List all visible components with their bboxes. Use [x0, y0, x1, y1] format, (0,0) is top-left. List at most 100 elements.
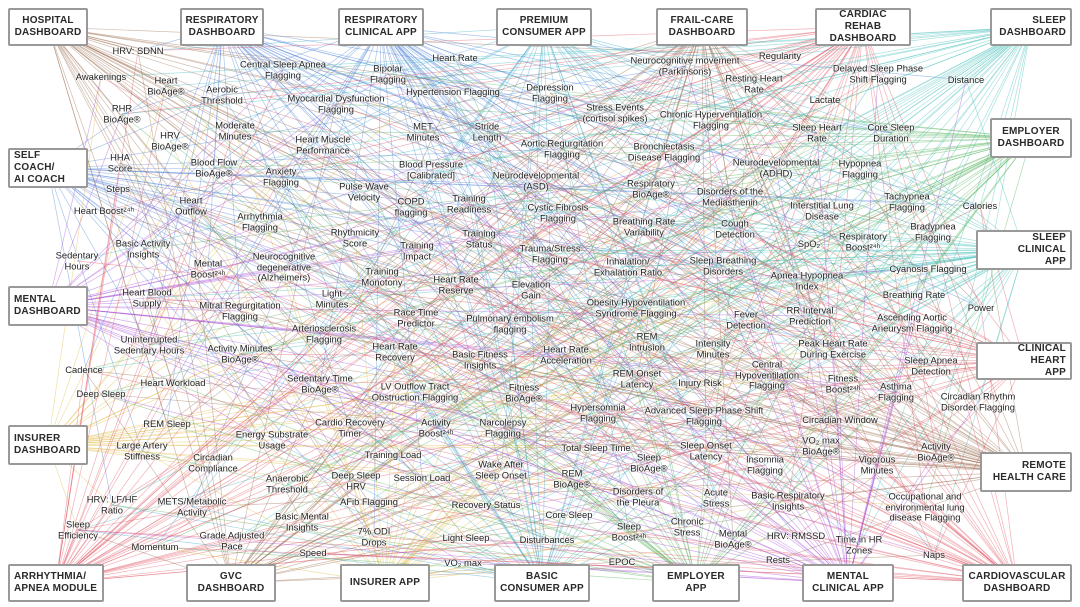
- connection-line: [47, 196, 731, 307]
- node-insurer-app[interactable]: INSURER APP: [340, 564, 430, 602]
- connection-line: [191, 26, 545, 508]
- feature-label: LV Outflow Tract Obstruction Flagging: [371, 380, 459, 402]
- connection-line: [141, 450, 697, 584]
- feature-label: Sedentary Hours: [55, 249, 99, 271]
- connection-line: [705, 450, 1027, 473]
- connection-line: [859, 168, 1027, 473]
- connection-line: [47, 26, 412, 208]
- connection-line: [430, 169, 1025, 251]
- connection-line: [695, 322, 913, 584]
- connection-line: [684, 65, 1025, 251]
- connection-line: [541, 450, 707, 584]
- connection-line: [847, 464, 878, 584]
- connection-line: [47, 305, 789, 502]
- connection-line: [636, 378, 697, 584]
- node-mental-dashboard[interactable]: MENTAL DASHBOARD: [8, 286, 88, 326]
- connection-line: [543, 26, 717, 499]
- connection-line: [847, 322, 913, 584]
- connection-line: [500, 249, 1025, 471]
- feature-label: Deep Sleep: [76, 387, 126, 399]
- connection-line: [239, 353, 1027, 473]
- connection-line: [509, 26, 545, 325]
- connection-line: [478, 26, 703, 240]
- connection-line: [47, 103, 337, 307]
- node-sleep-dashboard[interactable]: SLEEP DASHBOARD: [990, 8, 1072, 46]
- feature-label: Session Load: [393, 471, 451, 483]
- node-respiratory-clinical-app[interactable]: RESPIRATORY CLINICAL APP: [338, 8, 424, 46]
- node-premium-consumer-app[interactable]: PREMIUM CONSUMER APP: [496, 8, 592, 46]
- feature-label: Delayed Sleep Phase Shift Flagging: [832, 62, 924, 84]
- connection-line: [47, 148, 563, 169]
- feature-label: Power: [967, 301, 995, 313]
- connection-line: [234, 130, 1025, 362]
- connection-line: [543, 26, 630, 533]
- node-employer-dashboard[interactable]: EMPLOYER DASHBOARD: [990, 118, 1072, 158]
- connection-line: [213, 137, 1032, 169]
- feature-label: Vigorous Minutes: [858, 453, 896, 475]
- connection-line: [271, 26, 545, 441]
- connection-line: [415, 317, 543, 584]
- node-arrhythmia-apnea-module[interactable]: ARRHYTHMIA/ APNEA MODULE: [8, 564, 104, 602]
- node-insurer-dashboard[interactable]: INSURER DASHBOARD: [8, 425, 88, 465]
- node-cardiovascular-dashboard[interactable]: CARDIOVASCULAR DASHBOARD: [962, 564, 1072, 602]
- node-employer-app[interactable]: EMPLOYER APP: [652, 564, 740, 602]
- node-cardiac-rehab-dashboard[interactable]: CARDIAC REHAB DASHBOARD: [815, 8, 911, 46]
- feature-label: Cardio Recovery Timer: [315, 416, 385, 438]
- node-self-coach-ai-coach[interactable]: SELF COACH/ AI COACH: [8, 148, 88, 188]
- connection-line: [722, 26, 864, 267]
- connection-line: [387, 73, 849, 584]
- connection-line: [561, 148, 697, 584]
- connection-line: [47, 444, 570, 516]
- feature-label: Sleep Boost²⁴ʰ: [611, 520, 647, 542]
- feature-label: Time in HR Zones: [835, 533, 883, 555]
- node-respiratory-dashboard[interactable]: RESPIRATORY DASHBOARD: [180, 8, 264, 46]
- connection-line: [523, 137, 1032, 394]
- connection-line: [190, 205, 232, 584]
- connection-line: [47, 26, 174, 384]
- node-hospital-dashboard[interactable]: HOSPITAL DASHBOARD: [8, 8, 88, 46]
- connection-line: [141, 26, 382, 452]
- connection-line: [349, 26, 864, 429]
- feature-label: Grade Adjusted Pace: [199, 529, 265, 551]
- connection-line: [230, 231, 934, 584]
- connection-line: [435, 26, 1032, 429]
- connection-line: [392, 454, 543, 584]
- node-gvc-dashboard[interactable]: GVC DASHBOARD: [186, 564, 276, 602]
- connection-line: [455, 284, 1018, 584]
- connection-line: [561, 137, 1032, 150]
- feature-label: Basic Activity Insights: [115, 237, 171, 259]
- connection-line: [55, 537, 467, 584]
- connection-line: [422, 131, 1027, 473]
- node-basic-consumer-app[interactable]: BASIC CONSUMER APP: [494, 564, 590, 602]
- feature-label: Trauma/Stress Flagging: [519, 242, 581, 264]
- connection-line: [230, 514, 570, 584]
- feature-label: Asthma Flagging: [878, 380, 914, 402]
- connection-line: [380, 26, 597, 449]
- connection-line: [380, 26, 766, 466]
- connection-line: [47, 167, 551, 255]
- connection-line: [832, 348, 1018, 584]
- connection-line: [55, 73, 879, 584]
- feature-label: Narcolepsy Flagging: [479, 416, 527, 438]
- connection-line: [384, 151, 665, 584]
- connection-line: [47, 65, 686, 169]
- node-mental-clinical-app[interactable]: MENTAL CLINICAL APP: [802, 564, 894, 602]
- connection-line: [543, 26, 861, 170]
- connection-line: [230, 205, 981, 584]
- connection-line: [230, 391, 897, 584]
- node-remote-health-care[interactable]: REMOTE HEALTH CARE: [980, 452, 1072, 492]
- connection-line: [568, 360, 1025, 516]
- node-sleep-clinical-app[interactable]: SLEEP CLINICAL APP: [976, 230, 1072, 270]
- connection-line: [234, 130, 1032, 139]
- feature-label: Insomnia Flagging: [745, 453, 785, 475]
- connection-line: [55, 353, 241, 584]
- connection-line: [55, 419, 841, 584]
- node-frail-care-dashboard[interactable]: FRAIL-CARE DASHBOARD: [656, 8, 748, 46]
- connection-line: [530, 289, 1018, 584]
- node-clinical-heart-app[interactable]: CLINICAL HEART APP: [976, 342, 1072, 380]
- connection-line: [322, 144, 849, 584]
- connection-line: [380, 26, 860, 546]
- connection-line: [435, 427, 1027, 473]
- connection-line: [47, 412, 599, 446]
- connection-line: [543, 26, 810, 245]
